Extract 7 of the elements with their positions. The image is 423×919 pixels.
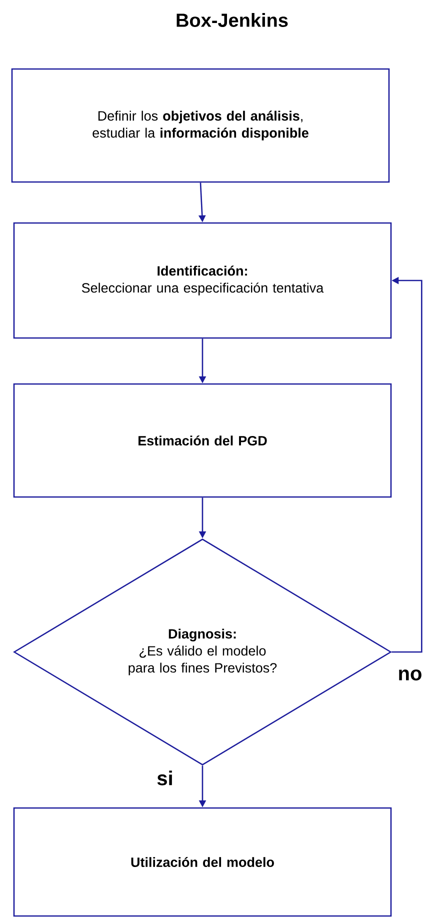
process-box: Identificación: Seleccionar una especificación tentativa <box>13 222 392 339</box>
process-box: Utilización del modelo <box>13 807 392 917</box>
edge-label: no <box>399 670 422 680</box>
process-box: Estimación del PGD <box>13 383 392 498</box>
title: Box-Jenkins <box>176 13 288 27</box>
edge-label: si <box>157 770 172 786</box>
process-box: Definir los objetivos del análisis, estudiar la información disponible <box>11 68 390 183</box>
